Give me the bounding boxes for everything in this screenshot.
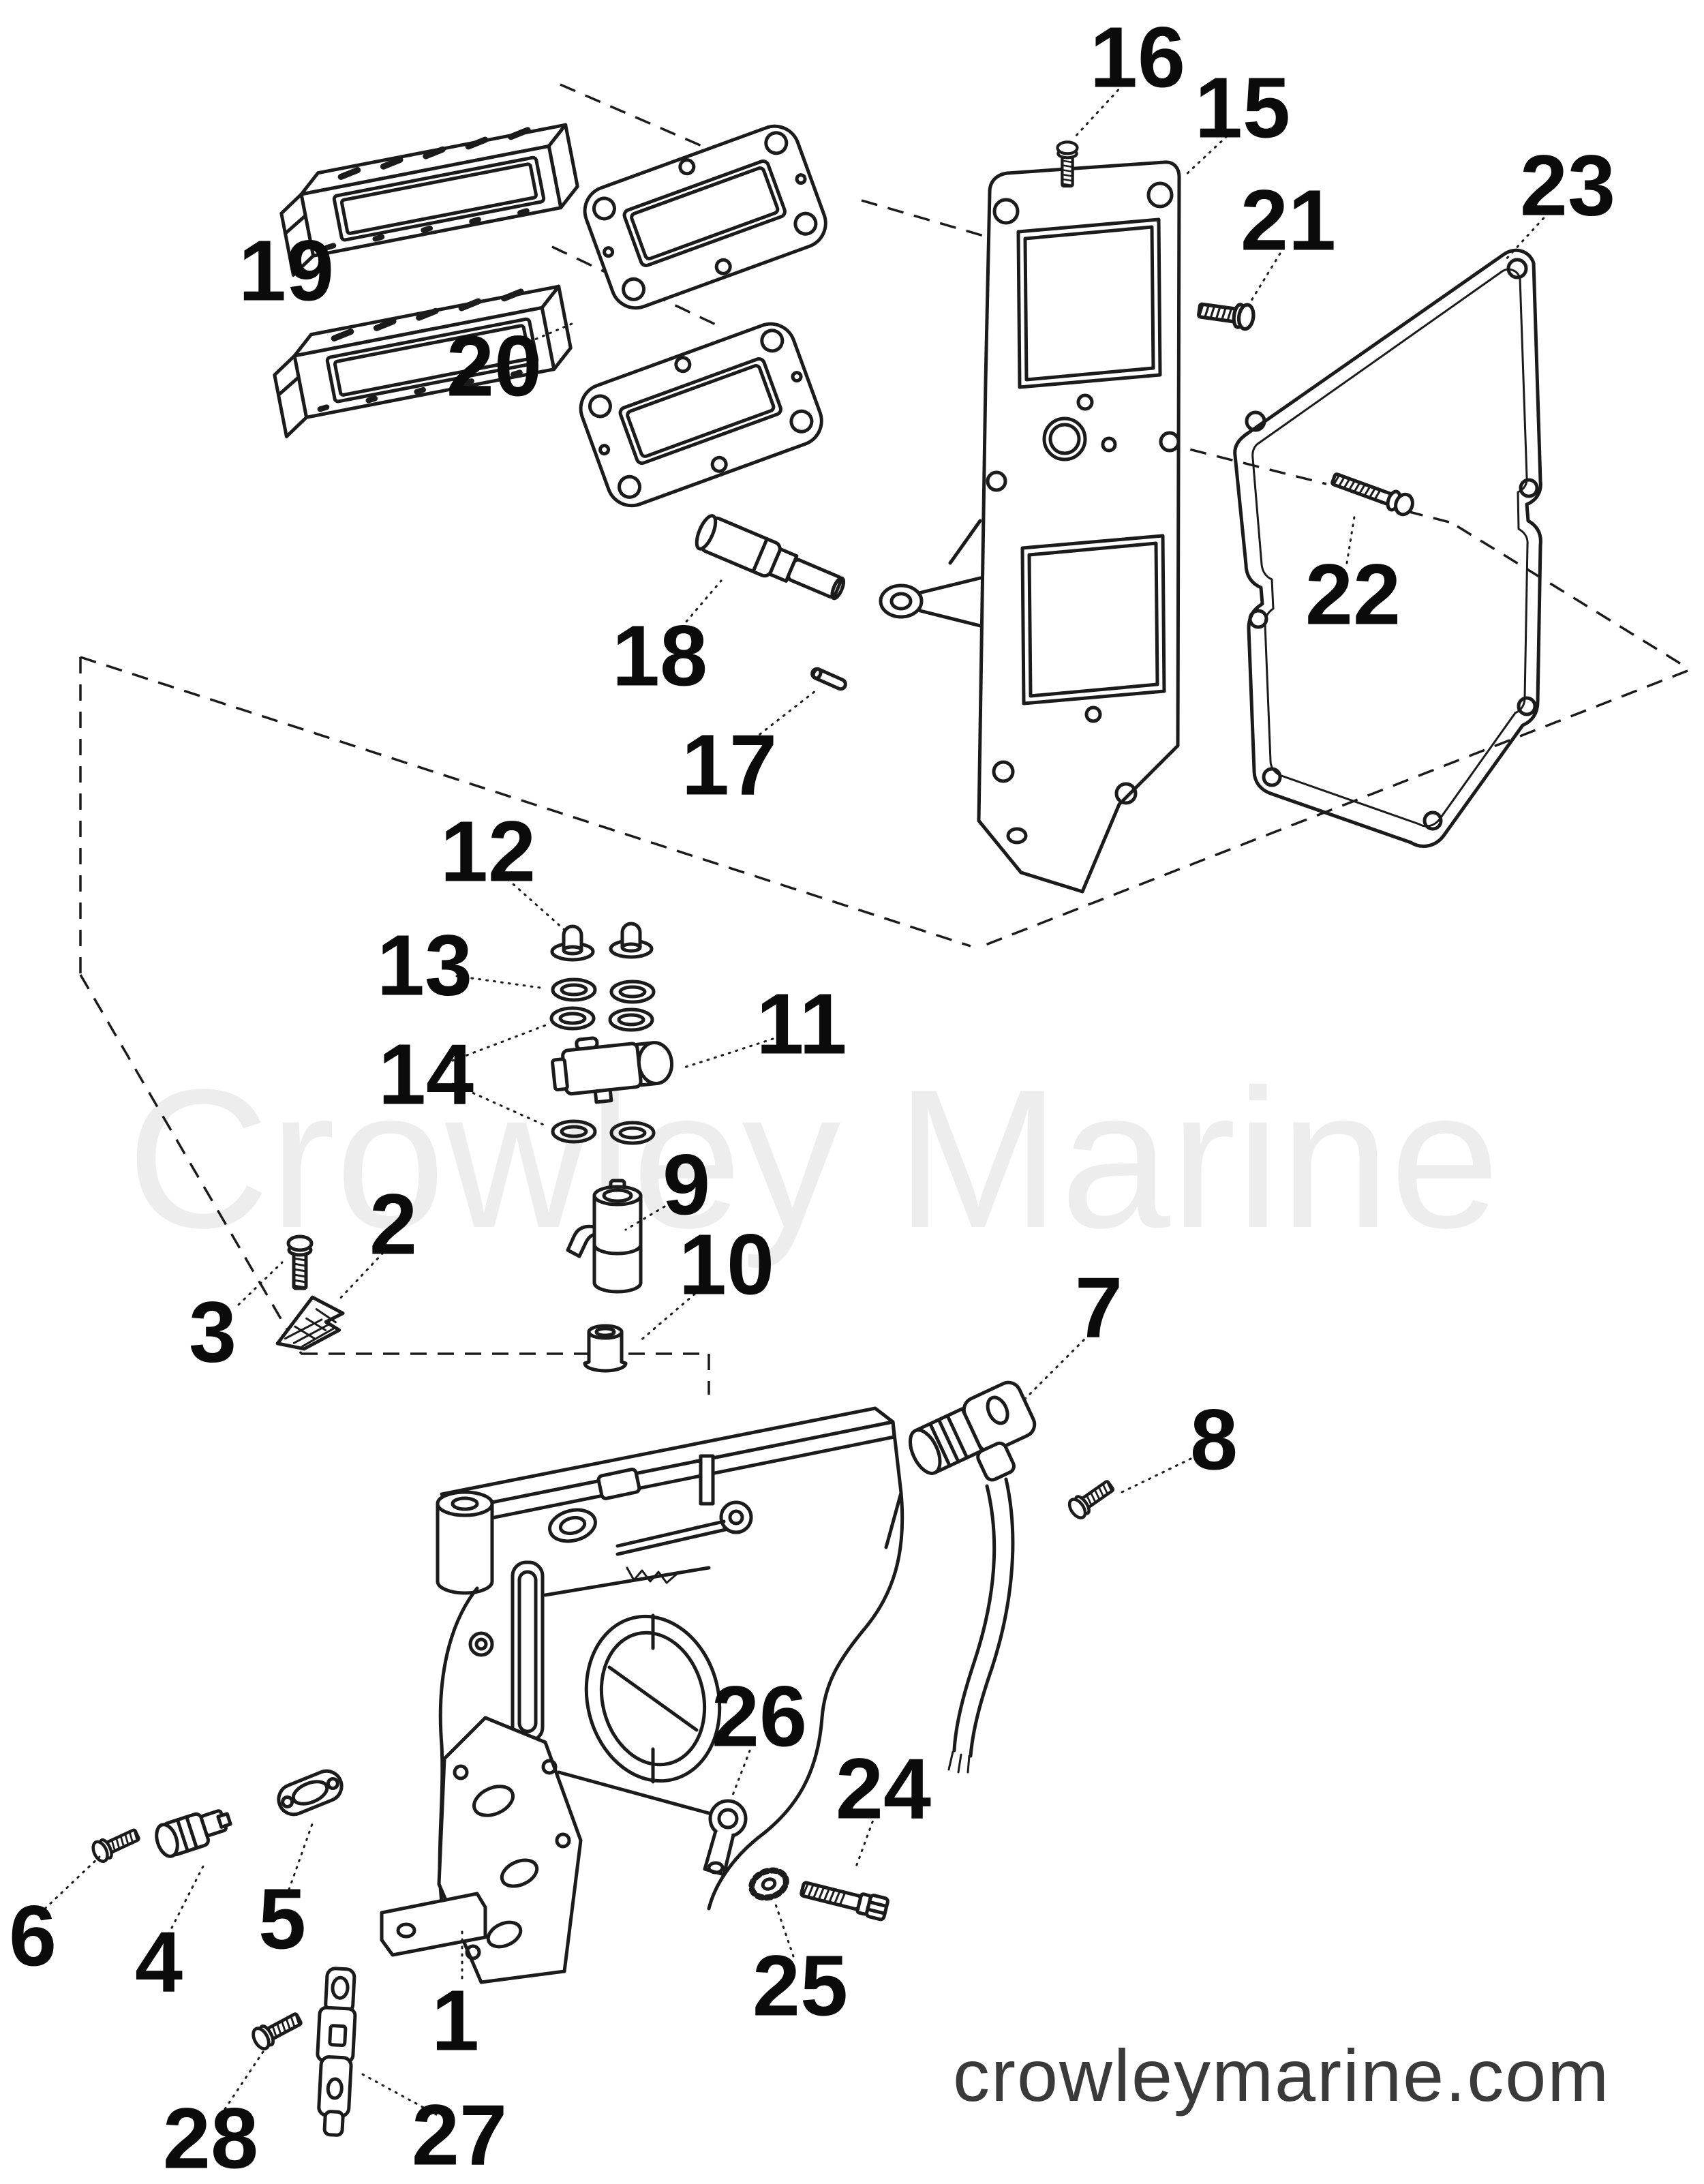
clamp-26: [703, 1799, 748, 1877]
leader-line-6: [1022, 1333, 1091, 1401]
bolt-24: [800, 1881, 889, 1922]
leader-line-21: [1345, 511, 1356, 564]
part-label-5: 5: [258, 1870, 306, 1967]
construction-line-4: [1406, 510, 1455, 525]
leader-line-27: [224, 2046, 267, 2110]
leader-lines: [44, 83, 1550, 2116]
part-label-28: 28: [163, 2090, 258, 2184]
dowel-pin-18: [695, 514, 846, 601]
part-label-19: 19: [239, 222, 334, 318]
cover-gasket: [1233, 248, 1542, 848]
leader-line-11: [506, 878, 566, 931]
leader-line-26: [360, 2072, 438, 2116]
screw-28: [250, 2009, 304, 2051]
construction-line-2: [861, 199, 989, 239]
part-label-11: 11: [756, 975, 847, 1072]
part-label-15: 15: [1195, 59, 1290, 155]
part-label-13: 13: [377, 917, 472, 1013]
part-label-3: 3: [189, 1284, 237, 1380]
reed-gasket-upper: [578, 119, 832, 315]
grommet-12-left: [552, 926, 593, 960]
part-label-7: 7: [1075, 1259, 1123, 1355]
screw-22: [1330, 472, 1414, 517]
screw-21: [1198, 299, 1255, 330]
leader-line-9: [638, 1283, 708, 1343]
part-label-2: 2: [369, 1176, 417, 1272]
part-label-10: 10: [679, 1216, 774, 1312]
leader-line-15: [1183, 135, 1228, 177]
part-label-20: 20: [446, 318, 542, 414]
canister-9: [566, 1179, 643, 1294]
screw-8: [1066, 1476, 1116, 1520]
leader-line-5: [44, 1855, 101, 1910]
bushing-10: [583, 1324, 628, 1373]
leader-line-23: [853, 1813, 877, 1872]
clip-2: [275, 1295, 345, 1351]
reed-mounting-plate: [879, 160, 1181, 894]
leader-line-13: [451, 1022, 551, 1062]
leader-line-8: [624, 1205, 666, 1231]
leader-line-7: [1119, 1457, 1192, 1494]
leader-line-25: [731, 1742, 754, 1798]
bracket-27: [316, 1967, 357, 2137]
leader-line-14: [451, 1082, 548, 1127]
part-label-24: 24: [836, 1740, 931, 1836]
construction-line-6: [978, 669, 1688, 949]
oring-13-left: [553, 980, 595, 1000]
part-label-12: 12: [440, 803, 536, 899]
reed-gasket-lower: [574, 317, 828, 513]
construction-line-5: [1457, 525, 1688, 669]
washer-25: [748, 1867, 789, 1901]
part-label-18: 18: [612, 607, 708, 703]
part-label-4: 4: [135, 1913, 183, 2009]
leader-line-16: [1073, 83, 1125, 139]
part-label-23: 23: [1520, 137, 1615, 233]
part-label-8: 8: [1190, 1391, 1238, 1487]
part-label-27: 27: [412, 2087, 507, 2183]
construction-line-7: [80, 656, 971, 947]
leader-line-12: [455, 975, 547, 990]
leader-line-20: [1249, 252, 1281, 304]
gasket-5: [277, 1769, 344, 1817]
valve-11: [551, 1036, 674, 1104]
pin-17: [810, 667, 847, 691]
part-label-26: 26: [712, 1668, 807, 1764]
leader-line-19: [521, 320, 578, 346]
watermark-text: Crowley Marine: [127, 1048, 1500, 1270]
part-label-1: 1: [431, 1972, 479, 2068]
part-label-14: 14: [378, 1026, 474, 1122]
part-label-25: 25: [752, 1937, 848, 2033]
screw-6: [90, 1825, 141, 1864]
construction-line-9: [79, 974, 303, 1354]
sensor-4: [155, 1809, 232, 1858]
grommet-12-right: [611, 924, 652, 957]
oring-14-upper-left: [551, 1008, 594, 1029]
leader-line-10: [683, 1037, 774, 1069]
leader-line-1: [337, 1252, 384, 1302]
site-name-text: crowleymarine.com: [953, 2034, 1610, 2117]
part-label-6: 6: [9, 1887, 57, 1984]
part-label-17: 17: [682, 716, 777, 813]
leader-line-24: [774, 1903, 795, 1958]
part-label-22: 22: [1305, 546, 1401, 642]
oring-13-right: [611, 982, 654, 1002]
leader-line-18: [680, 579, 722, 628]
oring-14-upper-right: [610, 1010, 652, 1030]
part-label-21: 21: [1241, 172, 1336, 268]
part-label-16: 16: [1090, 9, 1185, 105]
part-label-9: 9: [663, 1136, 710, 1232]
intake-manifold-assembly: [380, 1406, 904, 1984]
leader-line-22: [1504, 211, 1550, 262]
leader-line-17: [752, 690, 817, 740]
leader-line-2: [237, 1261, 284, 1306]
sensor-7: [909, 1380, 1037, 1774]
leader-line-3: [167, 1862, 206, 1936]
